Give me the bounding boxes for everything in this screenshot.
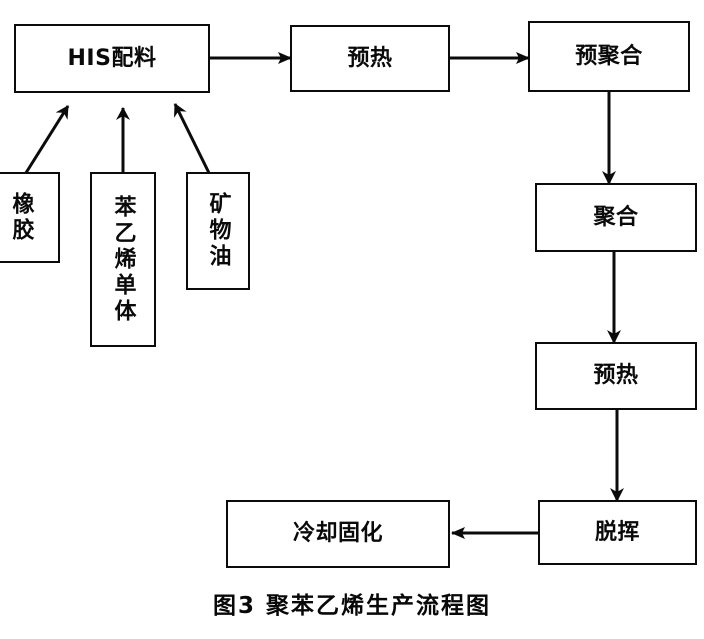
node-his-blending: HIS配料: [14, 24, 210, 93]
node-label-his-blending: HIS配料: [67, 45, 157, 71]
node-preheat-2: 预热: [535, 342, 697, 410]
node-label-preheat-1: 预热: [347, 45, 393, 71]
node-mineral-oil: 矿物油: [186, 172, 250, 290]
edge-rubber-to-his: [22, 105, 70, 177]
node-label-polymerize: 聚合: [593, 204, 639, 230]
node-label-prepolymerize: 预聚合: [575, 43, 643, 69]
edge-oil-to-his: [173, 103, 212, 176]
node-cool-solidify: 冷却固化: [226, 500, 450, 568]
node-label-preheat-2: 预热: [593, 363, 639, 389]
node-devolatilize: 脱挥: [538, 500, 697, 565]
node-prepolymerize: 预聚合: [528, 21, 690, 92]
node-label-cool-solidify: 冷却固化: [292, 521, 383, 547]
figure-caption: 图3 聚苯乙烯生产流程图: [212, 593, 491, 619]
node-label-mineral-oil: 矿物油: [205, 192, 231, 270]
node-label-styrene-monomer: 苯乙烯单体: [110, 194, 136, 325]
node-styrene-monomer: 苯乙烯单体: [90, 172, 156, 347]
node-label-devolatilize: 脱挥: [594, 519, 640, 545]
node-label-rubber: 橡胶: [8, 191, 34, 244]
node-polymerize: 聚合: [535, 183, 697, 252]
node-preheat-1: 预热: [290, 25, 450, 92]
node-rubber: 橡胶: [0, 172, 60, 263]
